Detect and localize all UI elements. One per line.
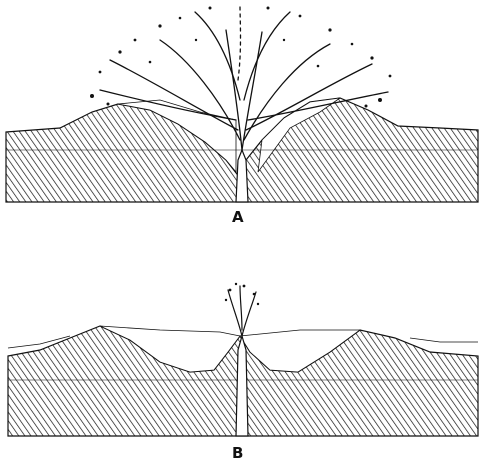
figure-a-label: A bbox=[232, 208, 244, 226]
figure-b-plume bbox=[228, 286, 256, 336]
figure-b-label: B bbox=[232, 444, 243, 462]
figure-a-conduit bbox=[236, 150, 248, 202]
figure-b bbox=[8, 283, 478, 436]
figure-b-ejecta bbox=[225, 283, 259, 305]
figure-a bbox=[6, 6, 478, 202]
figure-b-conduit bbox=[236, 336, 248, 436]
